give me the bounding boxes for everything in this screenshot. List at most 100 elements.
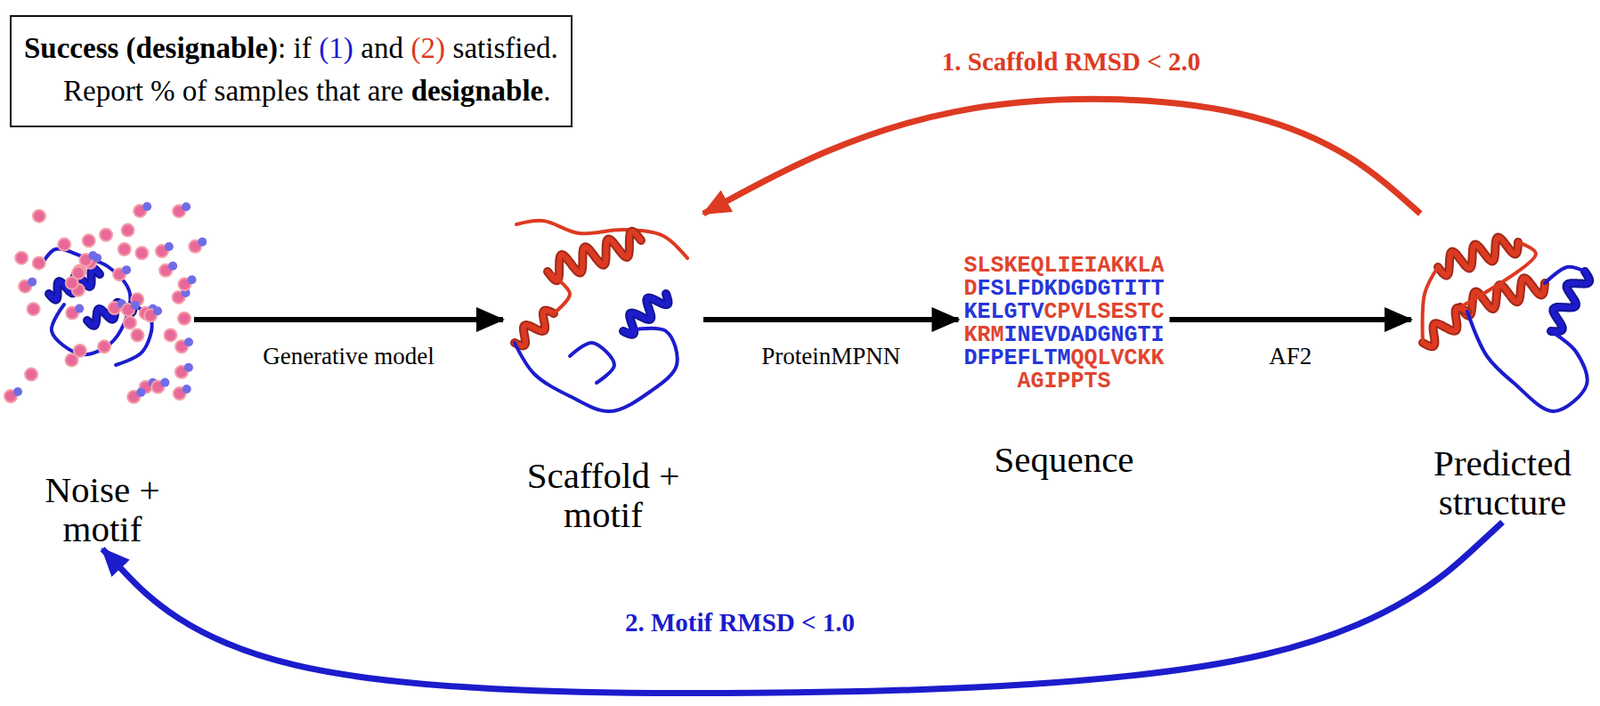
figure-area — [10, 213, 195, 471]
noise-atom — [160, 378, 170, 388]
criteria-text: . — [543, 74, 551, 107]
helix-ribbon — [547, 231, 642, 281]
sequence-segment: SLSKEQLIEIAKKLA — [963, 252, 1164, 279]
text-line: Report % of samples that aredesignable. — [24, 70, 559, 114]
scaffold-figure — [514, 220, 688, 412]
noise-atom — [186, 275, 196, 285]
noise-atom — [74, 304, 84, 314]
criteria-text: (1) — [318, 32, 353, 65]
noise-atom — [178, 312, 191, 325]
stage-label: Noise + motif — [10, 470, 195, 550]
noise-atom — [65, 276, 79, 290]
helix-ribbon — [514, 309, 554, 346]
sequence-segment: CPVLSESTC — [1043, 299, 1164, 325]
noise-atom — [97, 340, 111, 353]
noise-atom — [32, 256, 46, 269]
noise-atom — [181, 202, 191, 212]
figure-area — [503, 213, 704, 456]
noise-atom — [27, 277, 37, 287]
text-line: Success (designable): if(1)and(2)satisfi… — [24, 27, 559, 71]
criteria-text: (2) — [411, 32, 446, 65]
sequence-node: SLSKEQLIEIAKKLADFSLFDKDGDGTITTKELGTVCPVL… — [958, 252, 1170, 481]
criteria-text: designable — [411, 74, 545, 107]
flow-arrow — [1169, 316, 1412, 323]
sequence-segment: AGIPPTS — [1016, 368, 1111, 395]
noise-atom — [130, 300, 140, 310]
edge-label: Generative model — [259, 342, 438, 371]
noise-atom — [197, 237, 207, 247]
helix-outline — [547, 231, 642, 281]
sequence-segment: FSLFDKDGDGTITT — [976, 276, 1164, 302]
noise-atom — [184, 337, 194, 347]
noise-atom — [121, 224, 135, 237]
flow-arrow — [703, 316, 959, 323]
noise-atom — [32, 210, 46, 223]
noise-atom — [27, 302, 41, 316]
sequence-segment: D — [963, 276, 977, 302]
sequence-line: DFSLFDKDGDGTITT — [963, 277, 1164, 301]
noise-motif-figure — [4, 202, 207, 404]
sequence-segment: KELGTV — [963, 299, 1044, 325]
noise-atom — [164, 328, 178, 342]
noise-atom — [118, 243, 131, 256]
stage-node: Noise + motif — [10, 213, 195, 550]
stage-label: Predicted structure — [1411, 443, 1594, 523]
edge-label: 1. Scaffold RMSD < 2.0 — [939, 47, 1203, 77]
sequence-segment: KRM — [963, 322, 1004, 349]
sequence-segment: DFPEFLTM — [963, 345, 1071, 372]
noise-atom — [13, 387, 23, 397]
sequence-line: KELGTVCPVLSESTC — [963, 300, 1164, 325]
sequence-segment: QQLVCKK — [1071, 345, 1165, 372]
edge-label: 2. Motif RMSD < 1.0 — [622, 608, 858, 638]
noise-atom — [73, 344, 87, 358]
figure-area — [1411, 213, 1594, 444]
noise-atom — [136, 388, 146, 398]
noise-atom — [24, 368, 38, 382]
loop-strand — [1467, 311, 1588, 412]
noise-atom — [135, 246, 148, 260]
helix-ribbon — [1551, 271, 1590, 332]
sequence-segment: INEVDADGNGTI — [1003, 322, 1164, 349]
sequence-line: KRMINEVDADGNGTI — [963, 324, 1164, 348]
noise-atom — [99, 228, 113, 242]
noise-atom — [168, 261, 178, 271]
criteria-box: Success (designable): if(1)and(2)satisfi… — [9, 15, 573, 128]
helix-outline — [1551, 271, 1590, 332]
stage-label: Sequence — [963, 439, 1164, 480]
edge-label: ProteinMPNN — [758, 342, 903, 371]
feedback-arrow — [102, 522, 1503, 694]
helix-outline — [1437, 236, 1519, 276]
sequence-line: SLSKEQLIEIAKKLA — [963, 254, 1164, 278]
sequence-line: AGIPPTS — [963, 370, 1164, 394]
loop-strand — [514, 328, 678, 412]
noise-atom — [130, 329, 144, 342]
loop-strand — [547, 271, 570, 314]
stage-node: Predicted structure — [1411, 213, 1594, 523]
flow-arrow — [194, 316, 504, 323]
noise-atom — [153, 306, 163, 316]
criteria-text: Report % of samples that are — [63, 74, 404, 107]
noise-atom — [182, 384, 192, 394]
noise-atom — [123, 316, 137, 330]
noise-atom — [88, 251, 98, 260]
noise-atom — [15, 251, 28, 265]
noise-atom — [164, 242, 174, 252]
helix-outline — [514, 309, 554, 346]
loop-strand — [569, 342, 615, 383]
stage-label: Scaffold + motif — [503, 455, 704, 536]
feedback-arrow — [703, 98, 1421, 214]
noise-atom — [82, 234, 96, 247]
noise-atom — [57, 238, 71, 252]
criteria-text: and — [360, 32, 404, 65]
loop-strand — [1544, 267, 1585, 284]
loop-strand — [1460, 242, 1536, 308]
predicted-figure — [1422, 236, 1591, 412]
criteria-text: : if — [277, 32, 312, 65]
noise-atom — [142, 202, 152, 212]
loop-strand — [40, 248, 130, 355]
helix-outline — [1422, 308, 1468, 348]
helix-ribbon — [1422, 308, 1468, 348]
stage-node: Scaffold + motif — [503, 213, 704, 536]
loop-strand — [1422, 267, 1438, 343]
